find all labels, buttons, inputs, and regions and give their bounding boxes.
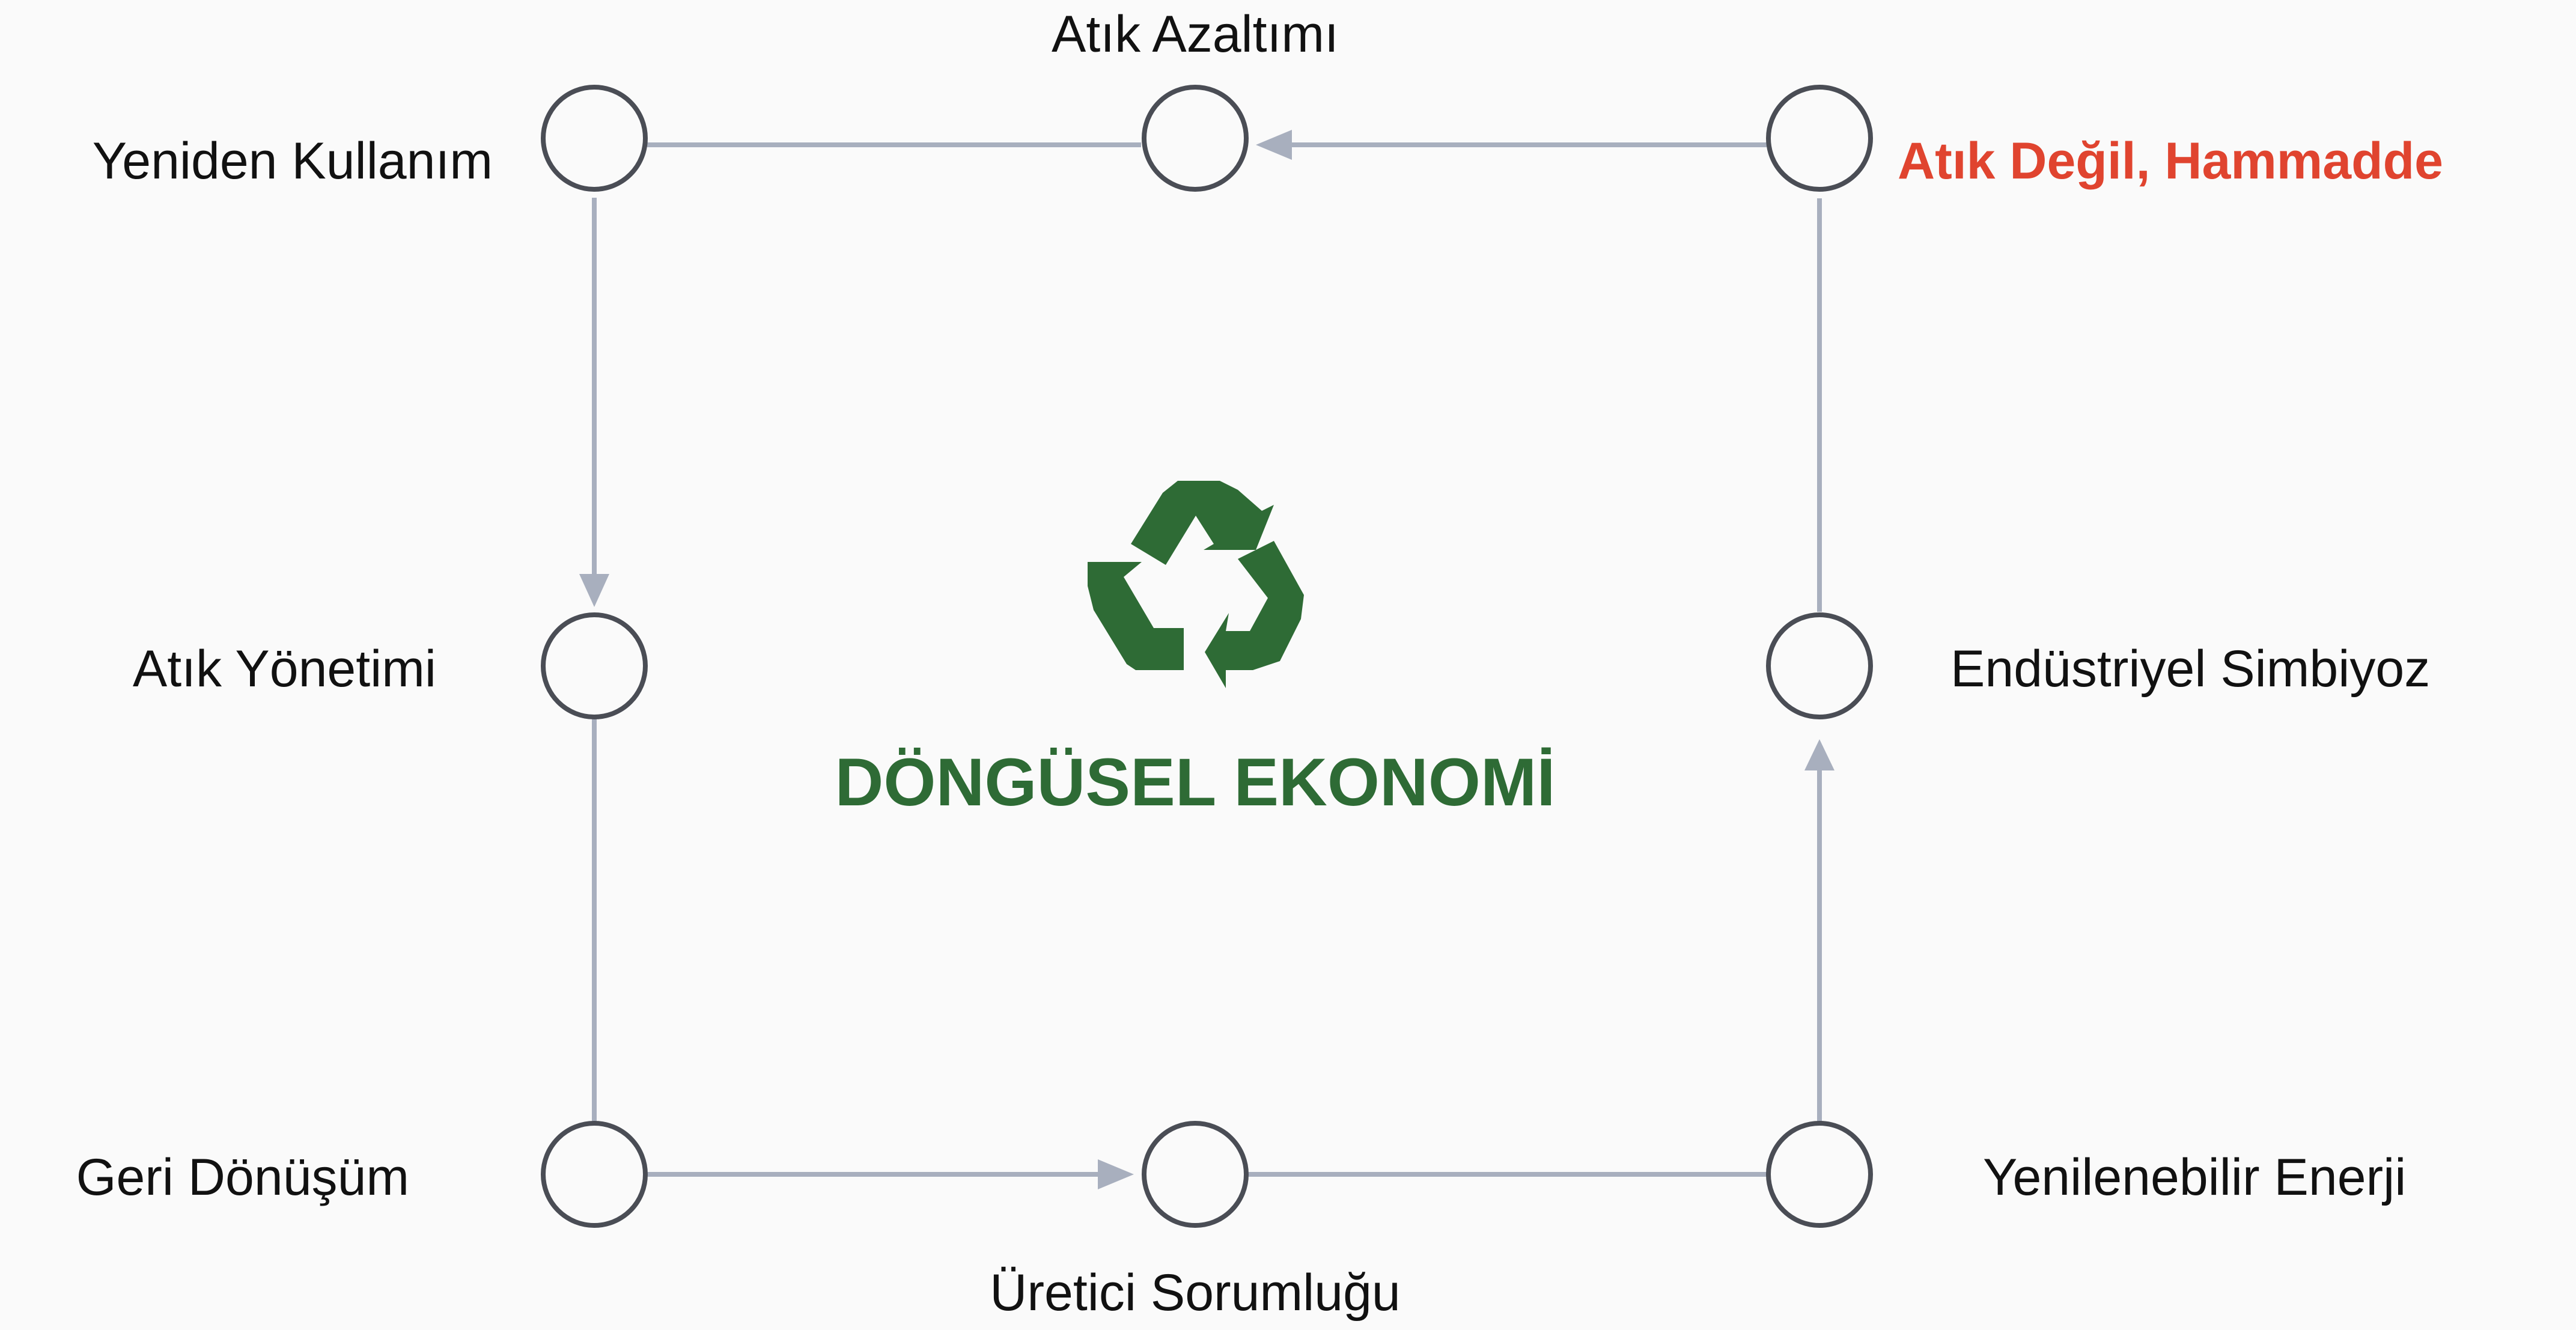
arrowhead-left bbox=[1256, 130, 1292, 160]
center-title: DÖNGÜSEL EKONOMİ bbox=[835, 745, 1556, 820]
edges bbox=[579, 130, 1835, 1189]
node-industrial-symbiosis bbox=[1766, 612, 1873, 719]
node-renewable-energy bbox=[1766, 1121, 1873, 1228]
nodes bbox=[541, 85, 1873, 1228]
arrowhead-up bbox=[1804, 739, 1835, 770]
node-recycling bbox=[541, 1121, 648, 1228]
label-waste-reduction: Atık Azaltımı bbox=[1052, 5, 1339, 63]
label-waste-as-raw-material: Atık Değil, Hammadde bbox=[1898, 132, 2443, 190]
label-waste-management: Atık Yönetimi bbox=[133, 640, 436, 698]
node-reuse bbox=[541, 85, 648, 192]
labels: Yeniden Kullanım Atık Azaltımı Atık Deği… bbox=[76, 5, 2443, 1322]
label-reuse: Yeniden Kullanım bbox=[93, 132, 493, 190]
label-industrial-symbiosis: Endüstriyel Simbiyoz bbox=[1950, 640, 2430, 698]
label-producer-responsibility: Üretici Sorumluğu bbox=[990, 1264, 1400, 1322]
arrowhead-down bbox=[579, 574, 609, 607]
node-producer-responsibility bbox=[1142, 1121, 1249, 1228]
recycle-icon bbox=[1088, 481, 1304, 688]
label-recycling: Geri Dönüşüm bbox=[76, 1148, 409, 1206]
node-waste-management bbox=[541, 612, 648, 719]
arrowhead-right bbox=[1098, 1159, 1134, 1189]
node-waste-reduction bbox=[1142, 85, 1249, 192]
label-renewable-energy: Yenilenebilir Enerji bbox=[1983, 1148, 2406, 1206]
node-waste-as-raw-material bbox=[1766, 85, 1873, 192]
